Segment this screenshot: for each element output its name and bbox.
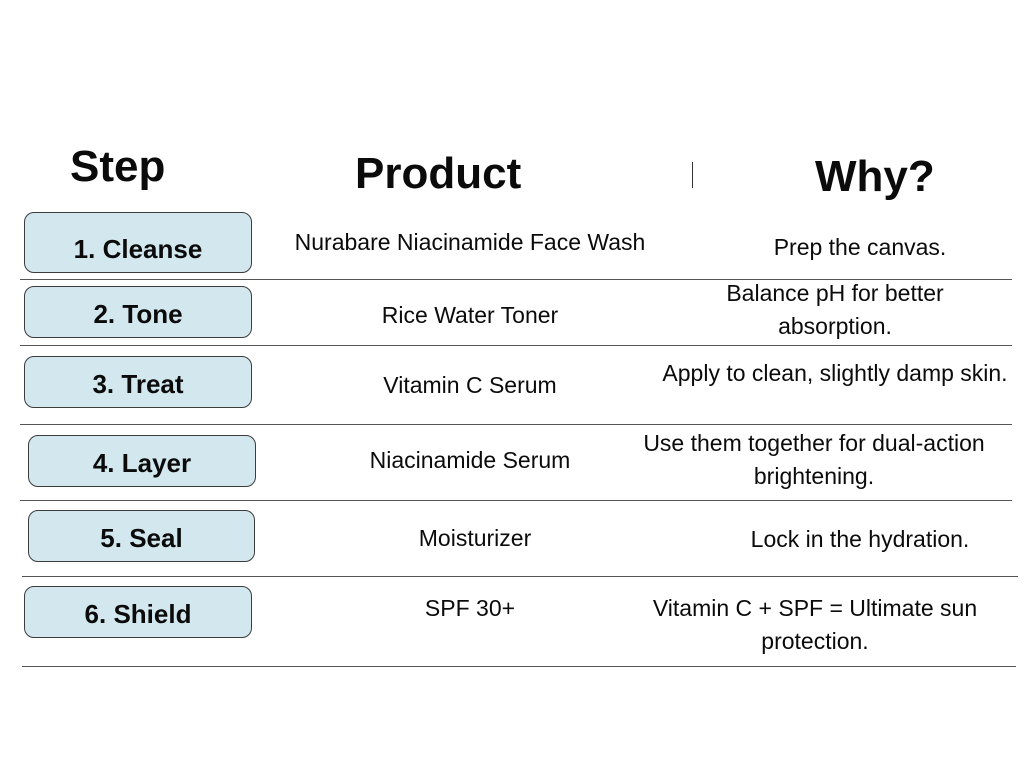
- product-cell: Rice Water Toner: [381, 302, 559, 328]
- header-divider: [692, 162, 693, 188]
- row-divider: [20, 424, 1012, 425]
- step-pill: 1. Cleanse: [24, 212, 252, 273]
- why-cell: Prep the canvas.: [773, 234, 947, 260]
- product-cell: Nurabare Niacinamide Face Wash: [294, 229, 646, 255]
- step-pill: 3. Treat: [24, 356, 252, 408]
- row-divider: [22, 576, 1018, 577]
- why-cell: Lock in the hydration.: [750, 526, 970, 552]
- why-cell: Use them together for dual-action bright…: [643, 430, 985, 489]
- row-divider: [20, 279, 1012, 280]
- row-divider: [22, 666, 1016, 667]
- step-pill: 5. Seal: [28, 510, 255, 562]
- product-cell: Moisturizer: [418, 525, 532, 551]
- step-pill: 4. Layer: [28, 435, 256, 487]
- product-cell: SPF 30+: [424, 595, 516, 621]
- why-cell: Vitamin C + SPF = Ultimate sun protectio…: [652, 595, 978, 654]
- product-cell: Vitamin C Serum: [383, 372, 557, 398]
- product-cell: Niacinamide Serum: [369, 447, 571, 473]
- step-pill: 6. Shield: [24, 586, 252, 638]
- header-why: Why?: [815, 152, 935, 201]
- row-divider: [20, 500, 1012, 501]
- why-cell: Balance pH for better absorption.: [726, 280, 944, 339]
- row-divider: [20, 345, 1012, 346]
- step-pill: 2. Tone: [24, 286, 252, 338]
- header-product: Product: [355, 149, 522, 198]
- header-step: Step: [70, 142, 166, 191]
- why-cell: Apply to clean, slightly damp skin.: [662, 360, 1008, 386]
